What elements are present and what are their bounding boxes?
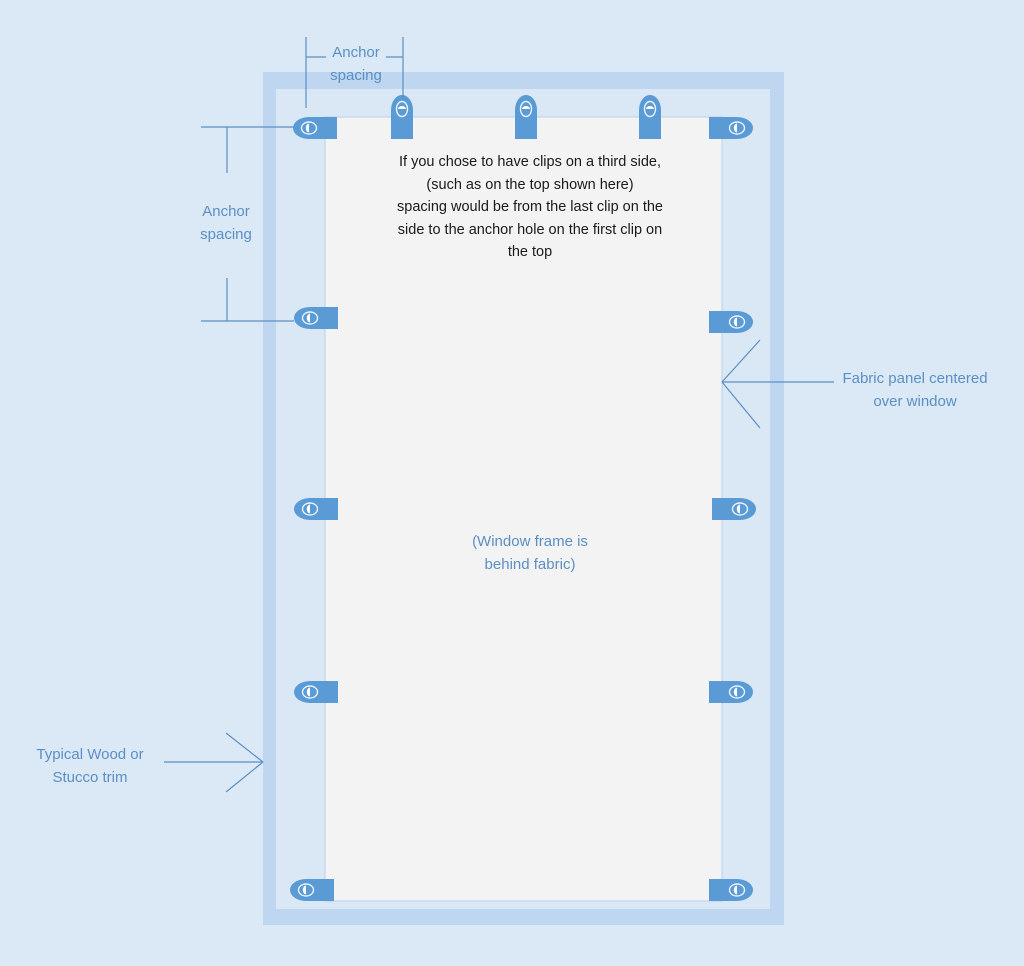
left-clip-4 [294, 681, 338, 703]
right-clip-4 [709, 681, 753, 703]
top-clip-3 [639, 95, 661, 139]
right-clip-3 [712, 498, 756, 520]
left-clip-1 [293, 117, 337, 139]
left-clip-3 [294, 498, 338, 520]
top-anchor-spacing-dimension [305, 37, 404, 108]
top-clip-2 [515, 95, 537, 139]
window-frame-label: (Window frame is behind fabric) [472, 533, 588, 573]
right-clip-5 [709, 879, 753, 901]
right-clip-2 [709, 311, 753, 333]
left-clip-2 [294, 307, 338, 329]
third-side-note: If you chose to have clips on a third si… [397, 154, 663, 260]
fabric-panel-arrow-icon [721, 339, 834, 429]
top-anchor-spacing-label: Anchor spacing [330, 44, 382, 84]
side-anchor-spacing-label: Anchor spacing [200, 203, 252, 243]
right-clip-1 [709, 117, 753, 139]
left-clip-5 [290, 879, 334, 901]
fabric-panel-label: Fabric panel centered over window [842, 370, 988, 410]
trim-label: Typical Wood or Stucco trim [36, 746, 144, 786]
side-anchor-spacing-dimension [201, 126, 294, 322]
top-clip-1 [391, 95, 413, 139]
fabric-panel [324, 116, 723, 902]
trim-arrow-icon [164, 732, 264, 793]
